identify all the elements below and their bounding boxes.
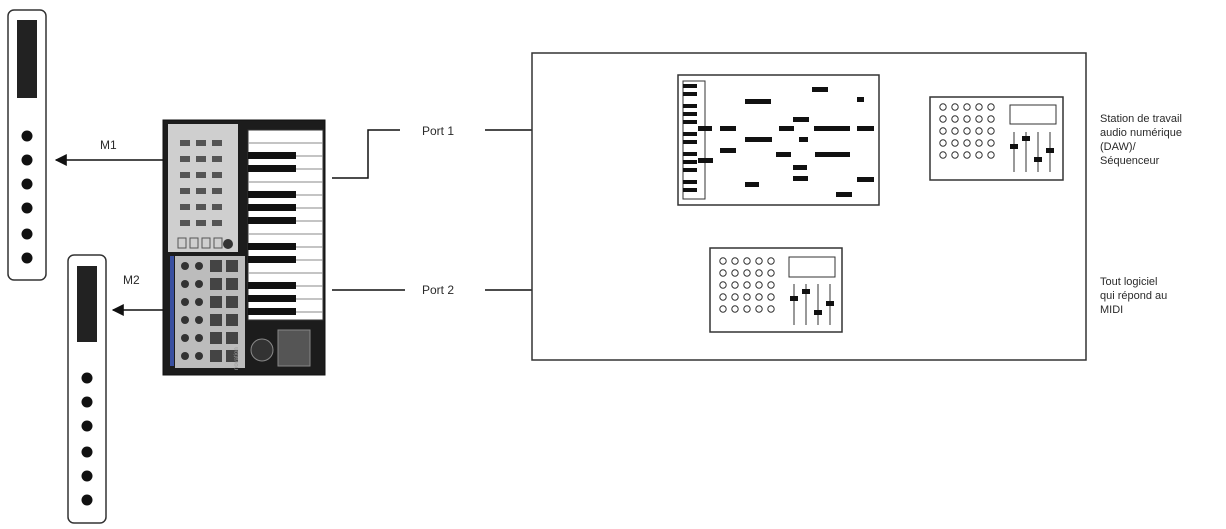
- midi-device-m2: [67, 254, 107, 524]
- piano-roll: [677, 74, 880, 206]
- daw-mixer-panel: [929, 96, 1064, 181]
- label-m2: M2: [123, 273, 140, 287]
- label-port2: Port 2: [422, 283, 455, 297]
- arrow-port1: [332, 129, 400, 179]
- label-any-midi-software: Tout logiciel qui répond au MIDI: [1100, 276, 1168, 316]
- midi-controller-keyboard: novation: [162, 119, 326, 376]
- label-daw-sequencer: Station de travail audio numérique (DAW)…: [1100, 113, 1182, 167]
- software-mixer-panel: [709, 247, 843, 333]
- piano-keys: [247, 129, 324, 321]
- keyboard-brand: novation: [234, 347, 240, 370]
- label-port1: Port 1: [422, 124, 455, 138]
- midi-device-m1: [7, 9, 47, 281]
- label-m1: M1: [100, 138, 117, 152]
